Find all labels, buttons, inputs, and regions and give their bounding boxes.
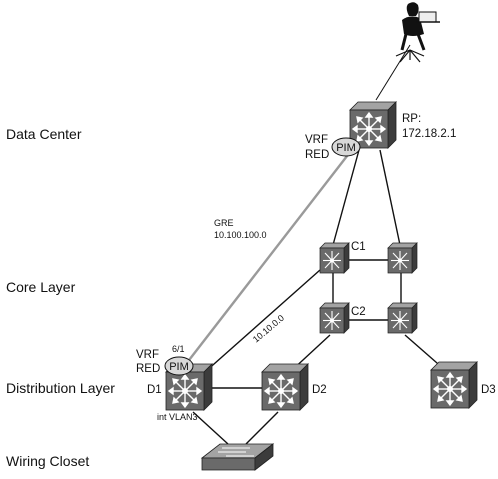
vrf-top-name: RED: [305, 149, 329, 161]
int-vlan-label: int VLAN3: [157, 412, 198, 422]
pim-bottom-label: PIM: [169, 361, 189, 373]
link-rp-core-right: [379, 149, 401, 246]
c2-switch-icon: [319, 302, 350, 334]
gre-subnet: 10.100.100.0: [214, 230, 267, 240]
layer-label-distribution: Distribution Layer: [6, 380, 115, 396]
link-d1-wiring: [192, 411, 229, 445]
d3-label: D3: [481, 384, 496, 396]
link-c1-d1: [204, 269, 321, 373]
link-d2-wiring: [245, 411, 279, 445]
d2-switch-icon: [261, 363, 309, 411]
vrf-bottom-name: RED: [136, 363, 160, 375]
pim-bottom-badge: [164, 356, 194, 376]
d1-label: D1: [147, 384, 162, 396]
rp-address: 172.18.2.1: [402, 128, 456, 140]
subnet-label: 10.10.0.0: [251, 313, 286, 345]
pim-top-label: PIM: [336, 142, 356, 154]
d2-label: D2: [312, 384, 327, 396]
core-right-bottom-switch-icon: [387, 302, 418, 334]
c1-switch-icon: [319, 242, 350, 274]
pim-top-badge: [331, 137, 361, 157]
vrf-top-label: VRF: [305, 134, 328, 146]
link-rp-c1: [332, 149, 360, 246]
port-label: 6/1: [172, 344, 185, 354]
c2-label: C2: [351, 306, 366, 318]
layer-label-wiring-closet: Wiring Closet: [6, 453, 89, 469]
rp-label: RP:: [402, 113, 421, 125]
user-workstation-icon: [395, 2, 440, 63]
gre-tunnel-line: [185, 146, 355, 365]
layer-label-core: Core Layer: [6, 279, 76, 295]
layer-label-data-center: Data Center: [6, 126, 82, 142]
c1-label: C1: [351, 241, 366, 253]
wiring-closet-switch-icon: [200, 443, 275, 471]
core-right-top-switch-icon: [387, 242, 418, 274]
vrf-bottom-label: VRF: [136, 349, 159, 361]
user-link: [375, 44, 411, 101]
gre-label: GRE: [214, 218, 234, 228]
d3-switch-icon: [430, 361, 478, 409]
